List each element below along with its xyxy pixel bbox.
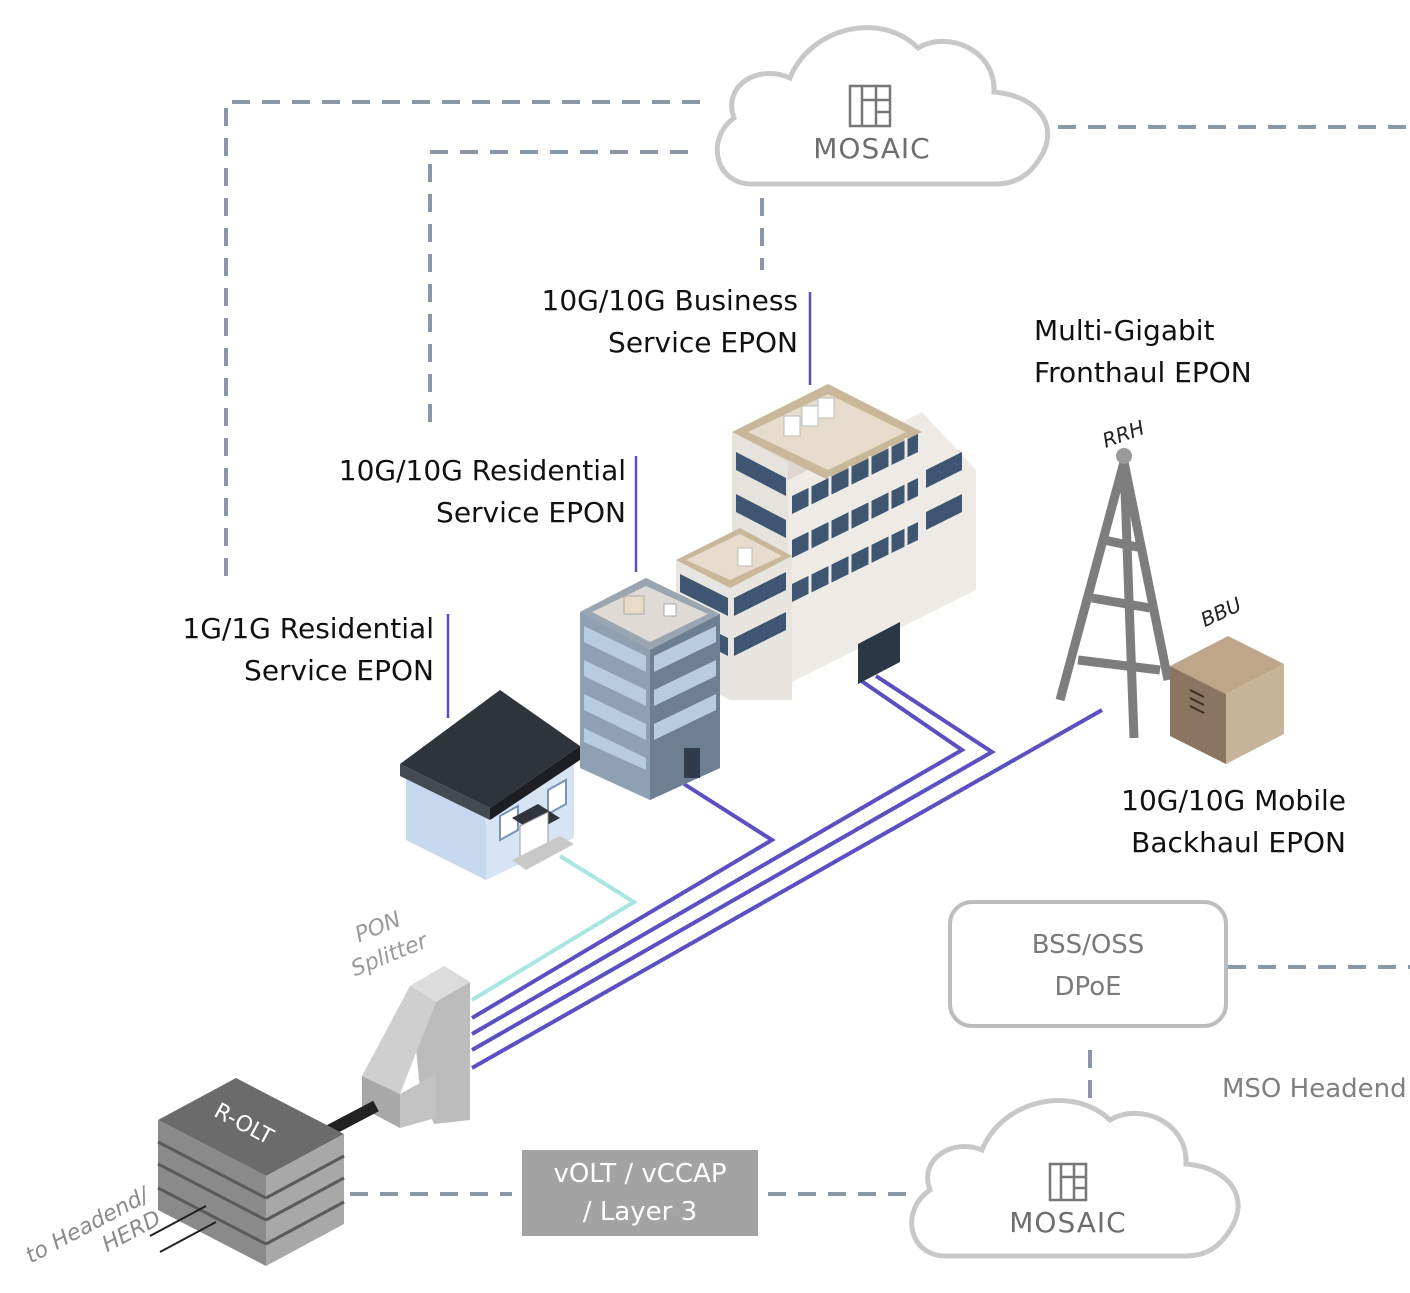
mdu-building (580, 578, 720, 800)
business-line-1: 10G/10G Business (541, 284, 798, 317)
residential1-line-2: Service EPON (244, 654, 434, 687)
fiber-tower (471, 708, 1103, 1070)
label-leaders (446, 292, 812, 718)
mobile-epon-label: 10G/10G Mobile Backhaul EPON (1121, 780, 1346, 864)
mosaic-bottom-label: MOSAIC (1009, 1206, 1127, 1239)
residential10-line-1: 10G/10G Residential (338, 454, 626, 487)
volt-vccap-box: vOLT / vCCAP / Layer 3 (522, 1150, 758, 1236)
bss-line-1: BSS/OSS (1031, 930, 1145, 960)
volt-line-2: / Layer 3 (582, 1197, 698, 1227)
fronthaul-line-2: Fronthaul EPON (1034, 356, 1252, 389)
office-building (676, 384, 976, 700)
house (400, 690, 580, 880)
fronthaul-line-1: Multi-Gigabit (1034, 314, 1215, 347)
bbu-cabinet (1170, 636, 1284, 764)
dash-outer-left (224, 100, 708, 576)
fiber-lines (470, 674, 1103, 1070)
bss-oss-text: BSS/OSS DPoE (950, 924, 1226, 1008)
fiber-mdu (470, 782, 776, 1020)
dash-inner-left (428, 150, 696, 422)
fiber-house (470, 854, 638, 1002)
volt-line-1: vOLT / vCCAP (553, 1159, 727, 1189)
residential10-epon-label: 10G/10G Residential Service EPON (339, 450, 626, 534)
residential10-line-2: Service EPON (436, 496, 626, 529)
fiber-office-a (470, 678, 966, 1036)
mosaic-top-label: MOSAIC (813, 132, 931, 165)
mosaic-logo-icon (848, 84, 892, 128)
residential1-line-1: 1G/1G Residential (182, 612, 434, 645)
rrh-tower (1055, 448, 1173, 739)
business-epon-label: 10G/10G Business Service EPON (542, 280, 798, 364)
dashed-connectors (224, 100, 1410, 1196)
mosaic-cloud-bottom (909, 1098, 1241, 1259)
bss-line-2: DPoE (1054, 972, 1122, 1002)
mosaic-cloud-top (714, 25, 1051, 187)
residential1-epon-label: 1G/1G Residential Service EPON (182, 608, 434, 692)
bss-oss-box (948, 900, 1228, 1028)
fiber-office-b (471, 674, 996, 1052)
mobile-line-2: Backhaul EPON (1131, 826, 1346, 859)
mobile-line-1: 10G/10G Mobile (1121, 784, 1346, 817)
business-line-2: Service EPON (608, 326, 798, 359)
mosaic-logo-icon (1048, 1162, 1088, 1202)
r-olt-device (149, 1078, 379, 1266)
fronthaul-epon-label: Multi-Gigabit Fronthaul EPON (1034, 310, 1252, 394)
pon-splitter (362, 966, 470, 1128)
mso-headend-label: MSO Headend (1222, 1074, 1407, 1104)
